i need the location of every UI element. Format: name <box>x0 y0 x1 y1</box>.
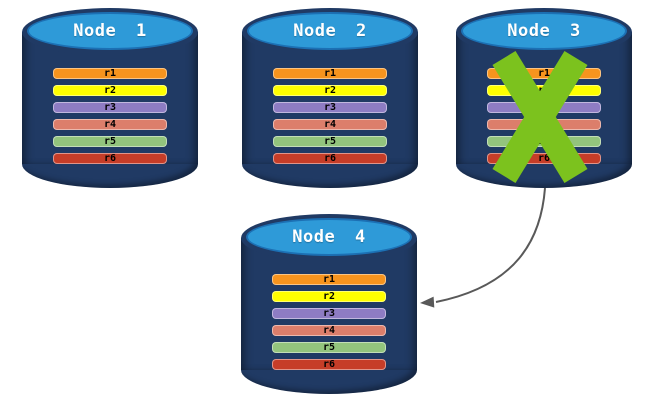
row-label: r2 <box>537 85 551 96</box>
node-2-row-r6: r6 <box>273 153 387 164</box>
node-3-label: Node 3 <box>507 21 581 41</box>
node-4-row-r5: r5 <box>272 342 386 353</box>
row-label: r4 <box>537 119 551 130</box>
row-label: r1 <box>323 68 337 79</box>
node-1-row-r5: r5 <box>53 136 167 147</box>
row-label: r6 <box>323 153 337 164</box>
row-label: r6 <box>537 153 551 164</box>
node-3-row-r4: r4 <box>487 119 601 130</box>
row-label: r5 <box>323 136 337 147</box>
node-4-row-r3: r3 <box>272 308 386 319</box>
node-1-row-r6: r6 <box>53 153 167 164</box>
row-label: r3 <box>322 308 336 319</box>
row-label: r5 <box>322 342 336 353</box>
node-2-cylinder-top: Node 2 <box>242 8 418 56</box>
node-2-row-r5: r5 <box>273 136 387 147</box>
row-label: r4 <box>323 119 337 130</box>
node-3-row-r2: r2 <box>487 85 601 96</box>
node-3: Node 3 r1 r2 r3 r4 r5 r6 <box>456 8 632 188</box>
node-3-row-r5: r5 <box>487 136 601 147</box>
node-1: Node 1 r1 r2 r3 r4 r5 r6 <box>22 8 198 188</box>
node-3-row-r1: r1 <box>487 68 601 79</box>
node-4-header: Node 4 <box>246 218 412 256</box>
node-4-rows: r1 r2 r3 r4 r5 r6 <box>272 274 386 376</box>
node-4: Node 4 r1 r2 r3 r4 r5 r6 <box>241 214 417 394</box>
node-3-cylinder-top: Node 3 <box>456 8 632 56</box>
row-label: r1 <box>537 68 551 79</box>
node-2-header: Node 2 <box>247 12 413 50</box>
node-3-row-r6: r6 <box>487 153 601 164</box>
row-label: r2 <box>323 85 337 96</box>
row-label: r5 <box>103 136 117 147</box>
node-2-rows: r1 r2 r3 r4 r5 r6 <box>273 68 387 170</box>
node-2-row-r3: r3 <box>273 102 387 113</box>
node-1-label: Node 1 <box>73 21 147 41</box>
node-1-row-r2: r2 <box>53 85 167 96</box>
row-label: r3 <box>103 102 117 113</box>
row-label: r1 <box>322 274 336 285</box>
row-label: r4 <box>103 119 117 130</box>
row-label: r3 <box>323 102 337 113</box>
node-2-row-r2: r2 <box>273 85 387 96</box>
row-label: r3 <box>537 102 551 113</box>
arrow-head-icon <box>420 296 435 308</box>
node-4-row-r1: r1 <box>272 274 386 285</box>
node-4-row-r2: r2 <box>272 291 386 302</box>
node-3-rows: r1 r2 r3 r4 r5 r6 <box>487 68 601 170</box>
row-label: r6 <box>103 153 117 164</box>
row-label: r5 <box>537 136 551 147</box>
node-2: Node 2 r1 r2 r3 r4 r5 r6 <box>242 8 418 188</box>
node-1-header: Node 1 <box>27 12 193 50</box>
arrow-curve <box>435 187 546 303</box>
node-1-row-r4: r4 <box>53 119 167 130</box>
node-1-row-r3: r3 <box>53 102 167 113</box>
node-2-row-r4: r4 <box>273 119 387 130</box>
node-1-row-r1: r1 <box>53 68 167 79</box>
node-4-label: Node 4 <box>292 227 366 247</box>
row-label: r1 <box>103 68 117 79</box>
node-4-row-r4: r4 <box>272 325 386 336</box>
node-3-row-r3: r3 <box>487 102 601 113</box>
row-label: r6 <box>322 359 336 370</box>
row-label: r4 <box>322 325 336 336</box>
node-4-cylinder-top: Node 4 <box>241 214 417 262</box>
failover-arrow <box>420 187 546 308</box>
node-2-label: Node 2 <box>293 21 367 41</box>
row-label: r2 <box>103 85 117 96</box>
node-2-row-r1: r1 <box>273 68 387 79</box>
node-1-rows: r1 r2 r3 r4 r5 r6 <box>53 68 167 170</box>
node-4-row-r6: r6 <box>272 359 386 370</box>
node-1-cylinder-top: Node 1 <box>22 8 198 56</box>
row-label: r2 <box>322 291 336 302</box>
node-3-header: Node 3 <box>461 12 627 50</box>
